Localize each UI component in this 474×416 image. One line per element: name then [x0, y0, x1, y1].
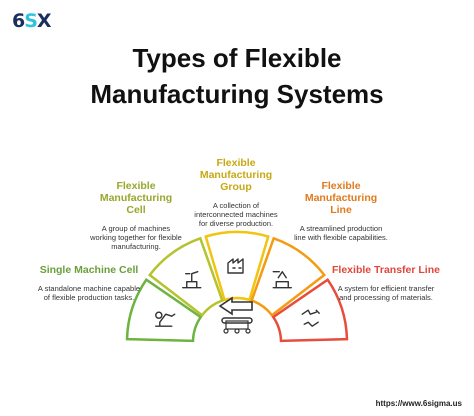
logo: 6SX — [12, 10, 52, 32]
segment-heading: Flexible Manufacturing Group — [199, 157, 273, 193]
title-line-2: Manufacturing Systems — [90, 79, 384, 109]
segment-description: A group of machines working together for… — [90, 224, 182, 251]
label-flexible-transfer-line: Flexible Transfer Line A system for effi… — [332, 264, 440, 302]
segment-2 — [147, 236, 224, 317]
segment-description: A streamlined production line with flexi… — [294, 224, 388, 242]
segment-heading: Single Machine Cell — [39, 264, 139, 276]
segment-heading: Flexible Manufacturing Line — [304, 180, 378, 216]
segment-1 — [125, 277, 203, 343]
production-line-icon — [272, 271, 292, 289]
label-single-machine-cell: Single Machine Cell A standalone machine… — [36, 264, 142, 302]
label-flexible-manufacturing-line: Flexible Manufacturing Line A streamline… — [293, 180, 389, 242]
page-title: Types of Flexible Manufacturing Systems — [0, 40, 474, 112]
segment-5 — [271, 277, 349, 343]
center-icon — [218, 296, 253, 334]
machine-arm-icon — [182, 271, 202, 289]
segment-description: A standalone machine capable of flexible… — [37, 284, 141, 302]
segment-heading: Flexible Transfer Line — [332, 264, 440, 276]
label-flexible-manufacturing-group: Flexible Manufacturing Group A collectio… — [190, 157, 282, 228]
segment-heading: Flexible Manufacturing Cell — [99, 180, 173, 216]
title-line-1: Types of Flexible — [132, 43, 342, 73]
source-url: https://www.6sigma.us — [375, 399, 462, 408]
segment-4 — [250, 236, 327, 317]
segment-description: A system for efficient transfer and proc… — [337, 284, 435, 302]
label-flexible-manufacturing-cell: Flexible Manufacturing Cell A group of m… — [90, 180, 182, 251]
factory-gear-icon — [227, 258, 244, 274]
segment-description: A collection of interconnected machines … — [194, 201, 278, 228]
transfer-icon — [301, 309, 320, 327]
robot-arm-icon — [155, 311, 176, 327]
